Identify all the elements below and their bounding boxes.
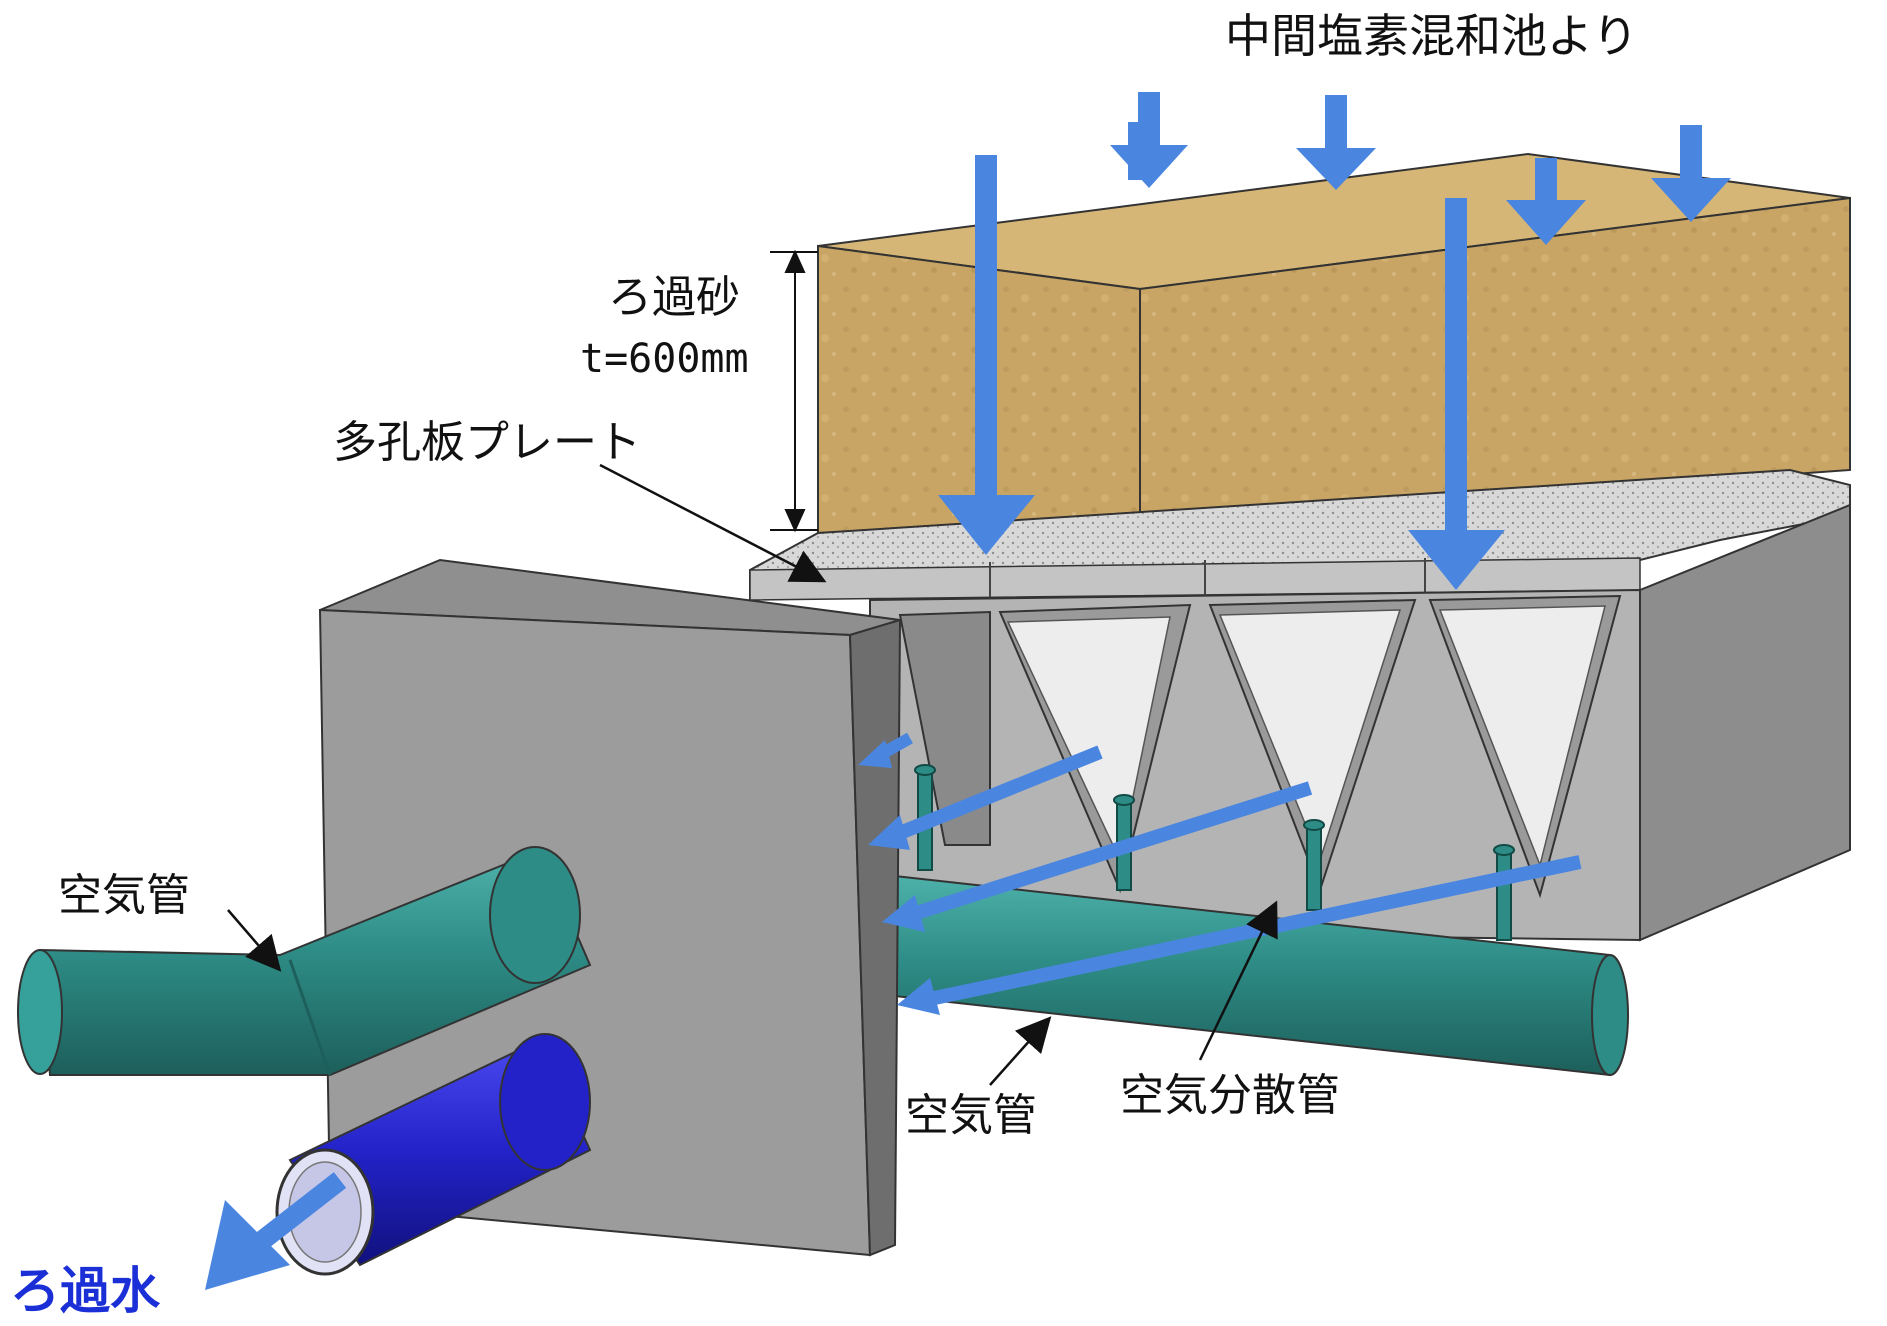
porous-plate-row [749, 468, 1851, 602]
diffuser-label: 空気分散管 [1120, 1070, 1340, 1121]
inflow-arrows [938, 92, 1731, 590]
source-label: 中間塩素混和池より [1225, 9, 1638, 63]
filtered-water-arrow [205, 1172, 347, 1290]
sand-thickness-label: t=600mm [580, 336, 749, 382]
underdrain-side-face [1639, 503, 1851, 942]
air-pipe-bottom-label: 空気管 [905, 1090, 1037, 1141]
filtered-water-label: ろ過水 [10, 1262, 161, 1320]
plate-label: 多孔板プレート [333, 417, 641, 468]
air-pipe-elbow [17, 846, 592, 1076]
sand-thickness-dimension [770, 249, 818, 533]
wall-side-face [848, 618, 902, 1257]
sand-name-label: ろ過砂 [608, 272, 740, 323]
sand-right-face [1139, 196, 1851, 522]
air-pipe-left-label: 空気管 [58, 870, 190, 921]
leader-lines [227, 463, 1278, 1086]
